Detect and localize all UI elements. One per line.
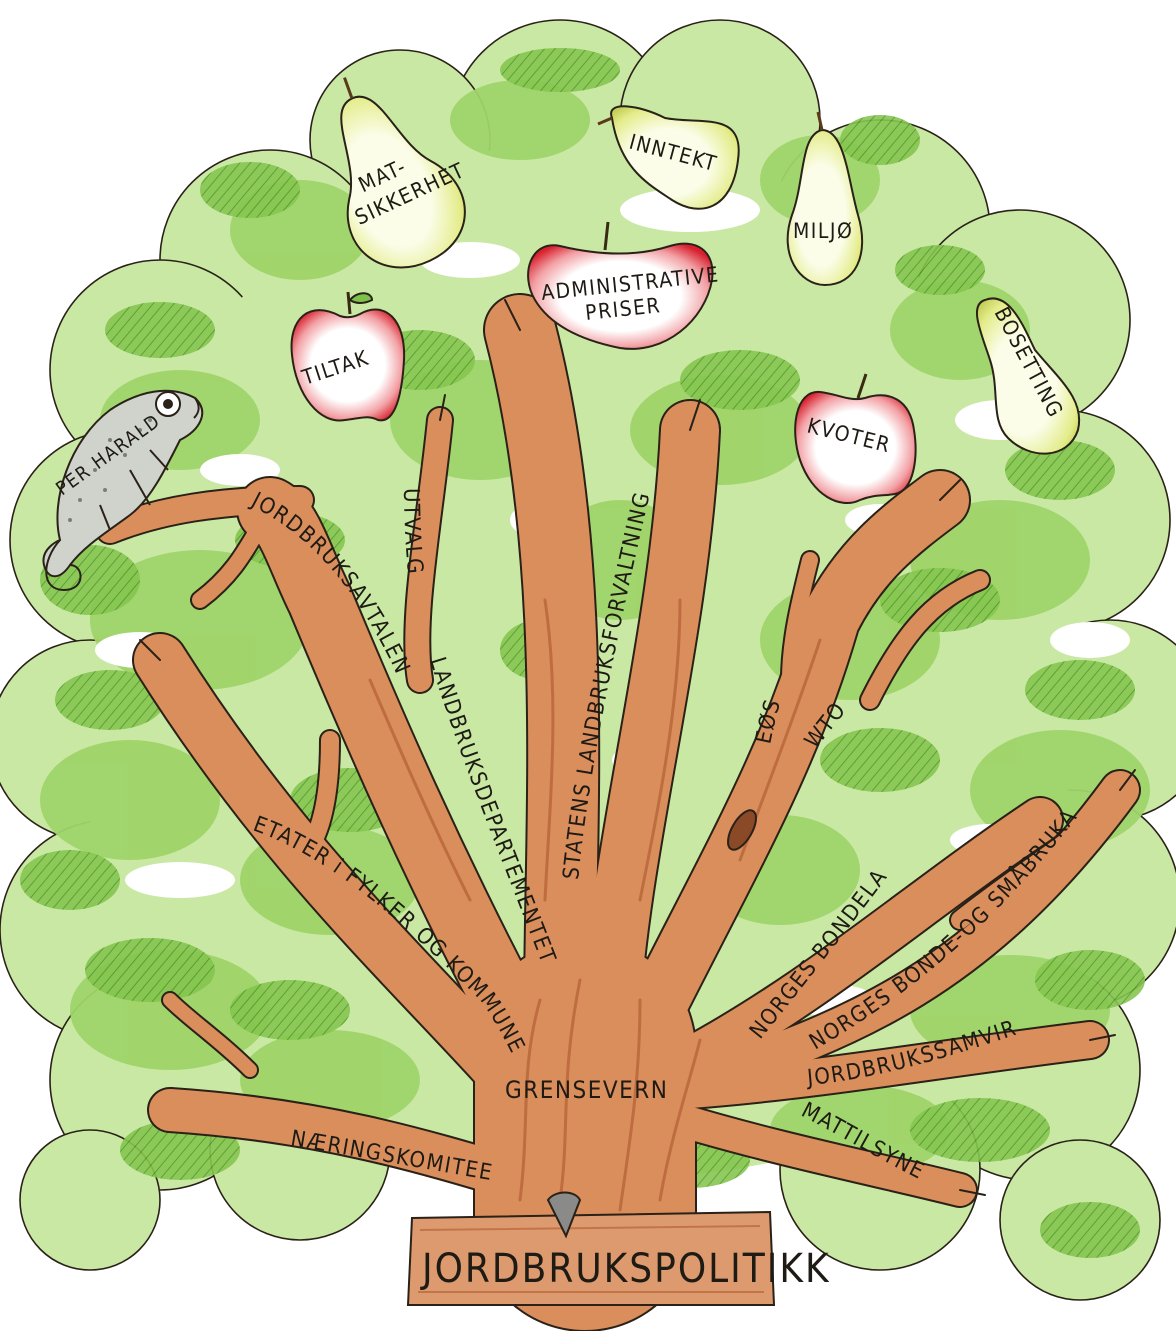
sign-label: JORDBRUKSPOLITIKK xyxy=(420,1246,831,1292)
trunk-label-grensevern: GRENSEVERN xyxy=(505,1076,668,1104)
pear-label-miljo: MILJØ xyxy=(793,219,853,243)
branch-label-utvalg: UTVALG xyxy=(398,488,427,576)
